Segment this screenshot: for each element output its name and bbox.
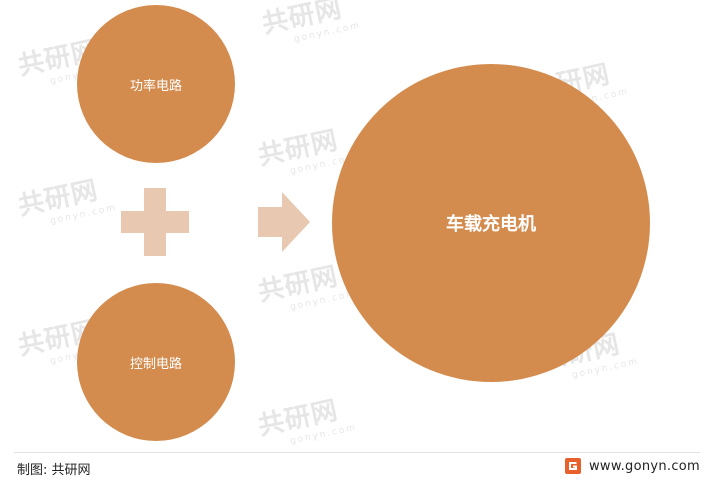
plus-icon bbox=[121, 188, 189, 256]
source-credit: 制图: 共研网 bbox=[17, 463, 91, 478]
footer-divider bbox=[14, 452, 700, 453]
onboard-charger-node: 车载充电机 bbox=[332, 64, 650, 382]
arrow-right-icon bbox=[258, 192, 310, 252]
gonyn-logo-icon bbox=[564, 458, 581, 474]
power-circuit-node: 功率电路 bbox=[77, 5, 235, 163]
footer-brand: www.gonyn.com bbox=[564, 458, 700, 474]
control-circuit-node: 控制电路 bbox=[77, 283, 235, 441]
site-url-link[interactable]: www.gonyn.com bbox=[588, 458, 700, 474]
control-circuit-label: 控制电路 bbox=[129, 356, 182, 372]
onboard-charger-label: 车载充电机 bbox=[446, 214, 536, 235]
power-circuit-label: 功率电路 bbox=[129, 78, 182, 94]
